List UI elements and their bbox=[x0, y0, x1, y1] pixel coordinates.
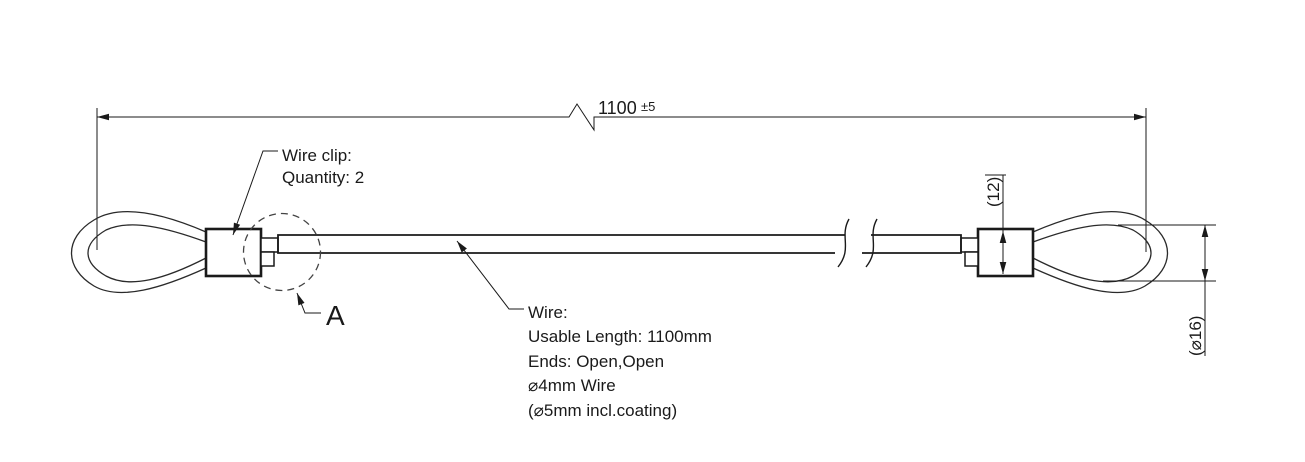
detail-view-circle bbox=[242, 212, 322, 292]
left-wire-stub bbox=[260, 237, 279, 253]
left-wire-tail-end bbox=[260, 251, 275, 267]
right-loop-outer-edge bbox=[1032, 211, 1169, 294]
detail-leader-line bbox=[296, 292, 321, 314]
break-symbol-right-squiggle bbox=[865, 218, 878, 268]
wire-label-line5: (⌀5mm incl.coating) bbox=[528, 401, 677, 420]
right-wire-tail-end bbox=[964, 251, 979, 267]
right-loop-inner-edge bbox=[1032, 224, 1152, 283]
dimension-line-overall-length bbox=[97, 103, 1146, 132]
wire-clip-leader-line bbox=[232, 150, 278, 236]
clip-width-dimension-value: (12) bbox=[984, 177, 1003, 207]
right-wire-stub bbox=[960, 237, 979, 253]
wire-body-right bbox=[862, 234, 962, 254]
wire-leader-line bbox=[456, 240, 524, 310]
wire-label-line3: Ends: Open,Open bbox=[528, 352, 664, 371]
wire-clip-label-line2: Quantity: 2 bbox=[282, 168, 364, 187]
wire-clip-label-line1: Wire clip: bbox=[282, 146, 352, 165]
wire-body-left bbox=[277, 234, 845, 254]
break-symbol-left-squiggle bbox=[837, 218, 850, 268]
wire-label-line2: Usable Length: 1100mm bbox=[528, 327, 712, 346]
right-wire-clip bbox=[976, 227, 1035, 278]
wire-label-line4: ⌀4mm Wire bbox=[528, 376, 616, 395]
left-loop-outer-edge bbox=[70, 211, 207, 294]
loop-diameter-dimension-value: (⌀16) bbox=[1186, 316, 1205, 356]
overall-length-value: 1100 bbox=[598, 98, 637, 118]
detail-marker-label: A bbox=[326, 300, 345, 331]
left-loop-inner-edge bbox=[87, 224, 207, 283]
overall-length-tolerance: ±5 bbox=[641, 99, 655, 114]
left-wire-clip bbox=[204, 227, 263, 278]
wire-label-line1: Wire: bbox=[528, 303, 568, 322]
